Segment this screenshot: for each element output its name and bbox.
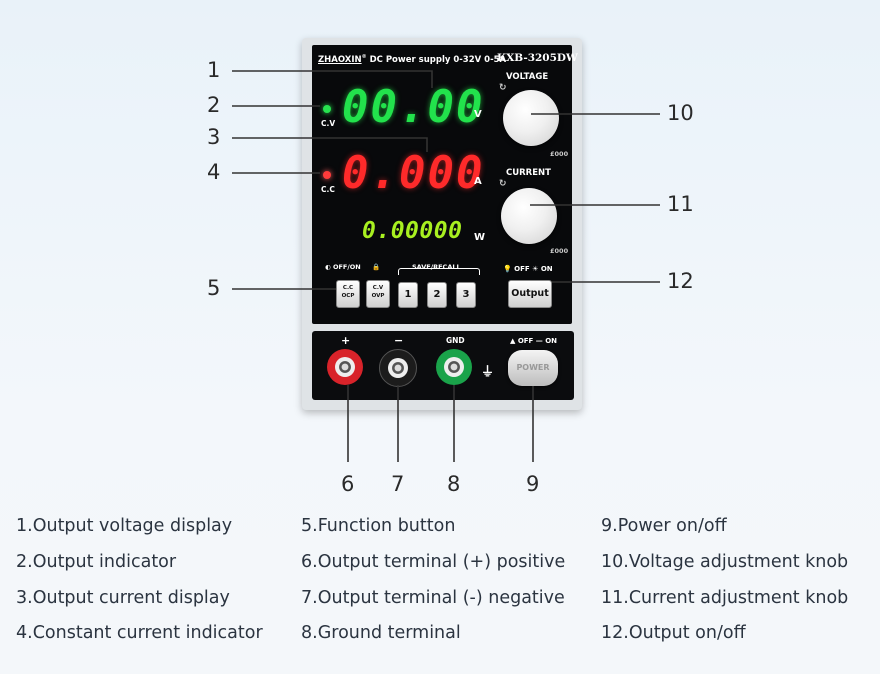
current-knob-rotate-icon: ↻ <box>499 179 507 189</box>
minus-label: − <box>394 334 404 347</box>
bulb-icon: 💡 <box>503 265 512 273</box>
ground-symbol-icon: ⏚ <box>481 365 495 380</box>
cv-label: C.V <box>321 119 336 128</box>
legend-item-7: 7.Output terminal (-) negative <box>301 588 565 608</box>
callout-number-1: 1 <box>207 58 221 82</box>
legend-item-6: 6.Output terminal (+) positive <box>301 552 566 572</box>
cc-indicator-led <box>323 171 331 179</box>
memory-button-2[interactable]: 2 <box>427 282 447 308</box>
legend-item-11: 11.Current adjustment knob <box>601 588 849 608</box>
memory-button-1[interactable]: 1 <box>398 282 418 308</box>
callout-number-12: 12 <box>667 269 694 293</box>
callout-number-4: 4 <box>207 160 221 184</box>
plus-label: + <box>341 334 351 347</box>
callout-line-1 <box>232 70 433 88</box>
voltage-fine-icon: £000 <box>550 150 569 158</box>
callout-number-6: 6 <box>341 472 355 496</box>
callout-number-10: 10 <box>667 101 694 125</box>
callout-number-7: 7 <box>391 472 405 496</box>
power-unit: W <box>474 232 486 243</box>
voltage-display: 00.00 <box>342 82 485 133</box>
legend-item-5: 5.Function button <box>301 516 456 536</box>
voltage-adjustment-knob[interactable] <box>503 90 559 146</box>
current-adjustment-knob[interactable] <box>501 188 557 244</box>
voltage-knob-rotate-icon: ↻ <box>499 83 507 93</box>
output-button[interactable]: Output <box>508 280 552 308</box>
positive-terminal[interactable] <box>327 349 363 385</box>
callout-number-5: 5 <box>207 276 221 300</box>
current-unit: A <box>474 176 482 187</box>
memory-button-3[interactable]: 3 <box>456 282 476 308</box>
cc-label: C.C <box>321 185 335 194</box>
voltage-knob-label: VOLTAGE <box>506 72 549 82</box>
legend-item-4: 4.Constant current indicator <box>16 623 263 643</box>
callout-number-11: 11 <box>667 192 694 216</box>
brand-label: ZHAOXIN® DC Power supply 0-32V 0-5A <box>318 54 507 65</box>
lock-icon: 🔒 <box>372 263 381 271</box>
legend-item-12: 12.Output on/off <box>601 623 746 643</box>
legend-item-2: 2.Output indicator <box>16 552 177 572</box>
output-switch-label: 💡 OFF ☀ ON <box>503 265 553 273</box>
legend-item-10: 10.Voltage adjustment knob <box>601 552 849 572</box>
model-label: KXB-3205DW <box>497 52 578 64</box>
power-switch-icon: ▲ <box>510 337 516 345</box>
off-on-label: ◐ OFF/ON <box>325 263 361 271</box>
callout-number-9: 9 <box>526 472 540 496</box>
voltage-unit: V <box>474 109 482 120</box>
legend-item-8: 8.Ground terminal <box>301 623 461 643</box>
callout-number-8: 8 <box>447 472 461 496</box>
save-recall-label: SAVE/RECALL <box>412 263 461 271</box>
current-fine-icon: £000 <box>550 247 569 255</box>
eye-icon: ◐ <box>325 263 331 271</box>
legend-item-3: 3.Output current display <box>16 588 230 608</box>
current-knob-label: CURRENT <box>506 168 551 178</box>
legend-item-1: 1.Output voltage display <box>16 516 233 536</box>
cv-indicator-led <box>323 105 331 113</box>
power-switch[interactable]: POWER <box>508 350 558 386</box>
power-display: 0.00000 <box>362 218 463 244</box>
callout-number-3: 3 <box>207 125 221 149</box>
power-switch-label: ▲ OFF — ON <box>510 337 558 345</box>
save-recall-bracket <box>398 268 480 275</box>
legend-item-9: 9.Power on/off <box>601 516 727 536</box>
ground-terminal[interactable] <box>436 349 472 385</box>
negative-terminal[interactable] <box>379 349 417 387</box>
gnd-label: GND <box>446 336 465 345</box>
callout-number-2: 2 <box>207 93 221 117</box>
callout-line-3 <box>232 137 428 152</box>
current-display: 0.000 <box>342 148 485 199</box>
